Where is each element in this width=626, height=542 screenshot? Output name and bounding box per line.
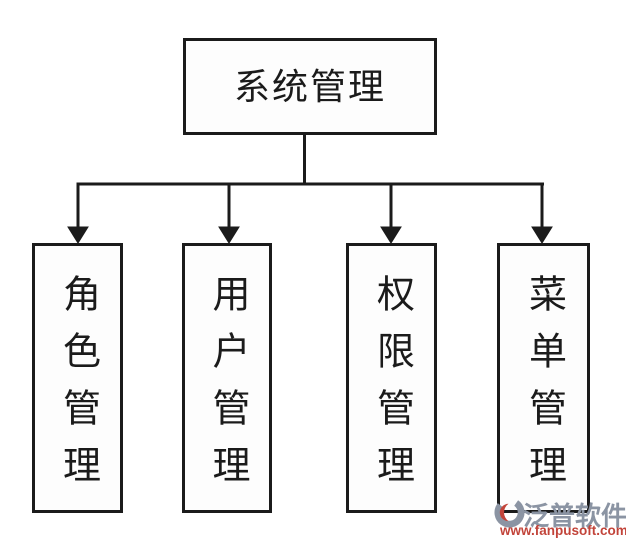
watermark: 泛普软件 www.fanpusoft.com: [492, 494, 626, 542]
watermark-brand: 泛普软件: [523, 501, 626, 531]
arrowhead-icon: [380, 226, 402, 244]
fanpu-logo-icon: [494, 497, 525, 528]
node-label: 权限管理: [370, 273, 413, 502]
node-permission-management: 权限管理: [346, 243, 437, 513]
node-menu-management: 菜单管理: [497, 243, 590, 513]
arrowhead-icon: [531, 226, 553, 244]
watermark-url: www.fanpusoft.com: [500, 523, 626, 538]
node-user-management: 用户管理: [182, 243, 272, 513]
node-label: 角色管理: [56, 273, 99, 502]
node-label: 系统管理: [233, 65, 386, 107]
node-role-management: 角色管理: [32, 243, 123, 513]
node-system-management: 系统管理: [183, 38, 437, 135]
arrowhead-icon: [218, 226, 240, 244]
node-label: 菜单管理: [522, 273, 565, 502]
arrowhead-icon: [67, 226, 89, 244]
node-label: 用户管理: [206, 273, 248, 502]
